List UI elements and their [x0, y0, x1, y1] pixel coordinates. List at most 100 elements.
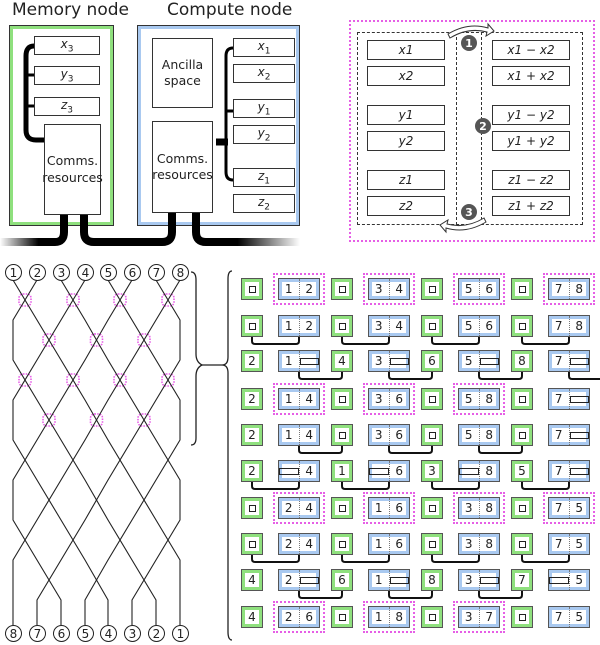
interaction-highlight: [273, 273, 325, 305]
slot-left: 1: [369, 607, 390, 627]
memory-slot: 3: [421, 460, 443, 482]
swap-highlight: [113, 293, 127, 307]
interaction-highlight: [543, 273, 595, 305]
memory-slot: [331, 497, 353, 519]
compute-slot-pair: 4: [278, 460, 320, 482]
memory-slot: [421, 606, 443, 628]
interaction-highlight: [453, 383, 505, 415]
entanglement-link: [251, 482, 300, 490]
slot-right: 8: [485, 392, 494, 406]
comms-label: Comms.: [156, 150, 209, 166]
slot-left: 7: [549, 279, 570, 299]
transform-right-register: z1 − z2: [492, 170, 570, 190]
slot-left: 2: [279, 534, 300, 554]
empty-slot-icon: [428, 431, 436, 439]
empty-slot-icon: [569, 431, 589, 439]
entanglement-link: [298, 372, 343, 380]
slot-left: [279, 461, 300, 481]
swap-highlight: [161, 373, 175, 387]
empty-slot-icon: [428, 395, 436, 403]
swap-highlight: [89, 333, 104, 347]
slot-right: 8: [575, 282, 584, 296]
slot-left: 5: [459, 316, 480, 336]
slot-right: [299, 570, 319, 590]
swap-highlight: [18, 373, 32, 387]
comms-label: Comms.: [46, 153, 99, 169]
register-subscript: 2: [264, 72, 271, 83]
register-subscript: 3: [67, 105, 74, 116]
swap-highlight: [137, 333, 151, 347]
slot-left: 2: [279, 570, 300, 590]
swap-highlight: [89, 413, 104, 427]
memory-slot: [421, 497, 443, 519]
entanglement-link: [341, 555, 390, 563]
slot-left: 1: [369, 498, 390, 518]
slot-right: 2: [305, 282, 314, 296]
memory-slot: 6: [331, 569, 353, 591]
empty-slot-icon: [569, 357, 589, 365]
slot-right: 5: [575, 573, 584, 587]
register-label: y: [257, 126, 265, 140]
swap-highlight: [66, 373, 80, 387]
swap-highlight: [137, 413, 151, 427]
comms-label: resources: [152, 167, 213, 182]
entanglement-link: [521, 555, 570, 563]
slot-right: [569, 425, 589, 445]
empty-slot-icon: [518, 322, 526, 330]
register-label: y: [257, 100, 265, 114]
comms-label: resources: [42, 169, 103, 185]
swap-highlight: [113, 373, 127, 387]
entanglement-link: [568, 372, 600, 380]
compute-slot-pair: 1: [368, 569, 410, 591]
compute-register-y1: y1: [233, 99, 295, 118]
entanglement-link: [388, 372, 433, 380]
memory-slot: 4: [241, 606, 263, 628]
memory-slot: 2: [241, 350, 263, 372]
slot-right: 4: [305, 537, 314, 551]
transform-left-register: z2: [367, 196, 445, 216]
register-subscript: 1: [264, 107, 271, 118]
slot-left: 5: [459, 351, 480, 371]
register-label: z: [60, 98, 68, 112]
memory-slot: [511, 606, 533, 628]
entanglement-link: [431, 337, 480, 345]
slot-right: [569, 461, 589, 481]
slot-left: 7: [549, 316, 570, 336]
memory-slot: 4: [241, 569, 263, 591]
register-subscript: 2: [264, 133, 271, 144]
slot-right: [299, 351, 319, 371]
memory-slot: [421, 315, 443, 337]
slot-right: 5: [575, 610, 584, 624]
slot-right: [389, 570, 409, 590]
slot-left: 5: [459, 425, 480, 445]
slot-right: 4: [305, 464, 314, 478]
transform-right-register: y1 − y2: [492, 105, 570, 125]
slot-right: 6: [485, 282, 494, 296]
transform-right-register: x1 − x2: [492, 40, 570, 60]
interaction-highlight: [543, 492, 595, 524]
network-wire: [36, 279, 181, 625]
slot-right: 6: [395, 392, 404, 406]
interaction-highlight: [453, 273, 505, 305]
step-badge-1: 1: [461, 35, 477, 51]
slot-left: 3: [369, 316, 390, 336]
slot-left: 3: [369, 279, 390, 299]
compute-register-z2: z2: [233, 194, 295, 213]
compute-slot-pair: 7: [548, 350, 590, 372]
transform-left-register: x2: [367, 66, 445, 86]
memory-slot: [421, 424, 443, 446]
transform-left-register: y2: [367, 131, 445, 151]
slot-left: 3: [369, 425, 390, 445]
empty-slot-icon: [279, 467, 299, 475]
memory-slot: [511, 315, 533, 337]
empty-slot-icon: [569, 395, 589, 403]
register-label: z: [257, 195, 265, 209]
interaction-highlight: [273, 601, 325, 633]
empty-slot-icon: [428, 540, 436, 548]
